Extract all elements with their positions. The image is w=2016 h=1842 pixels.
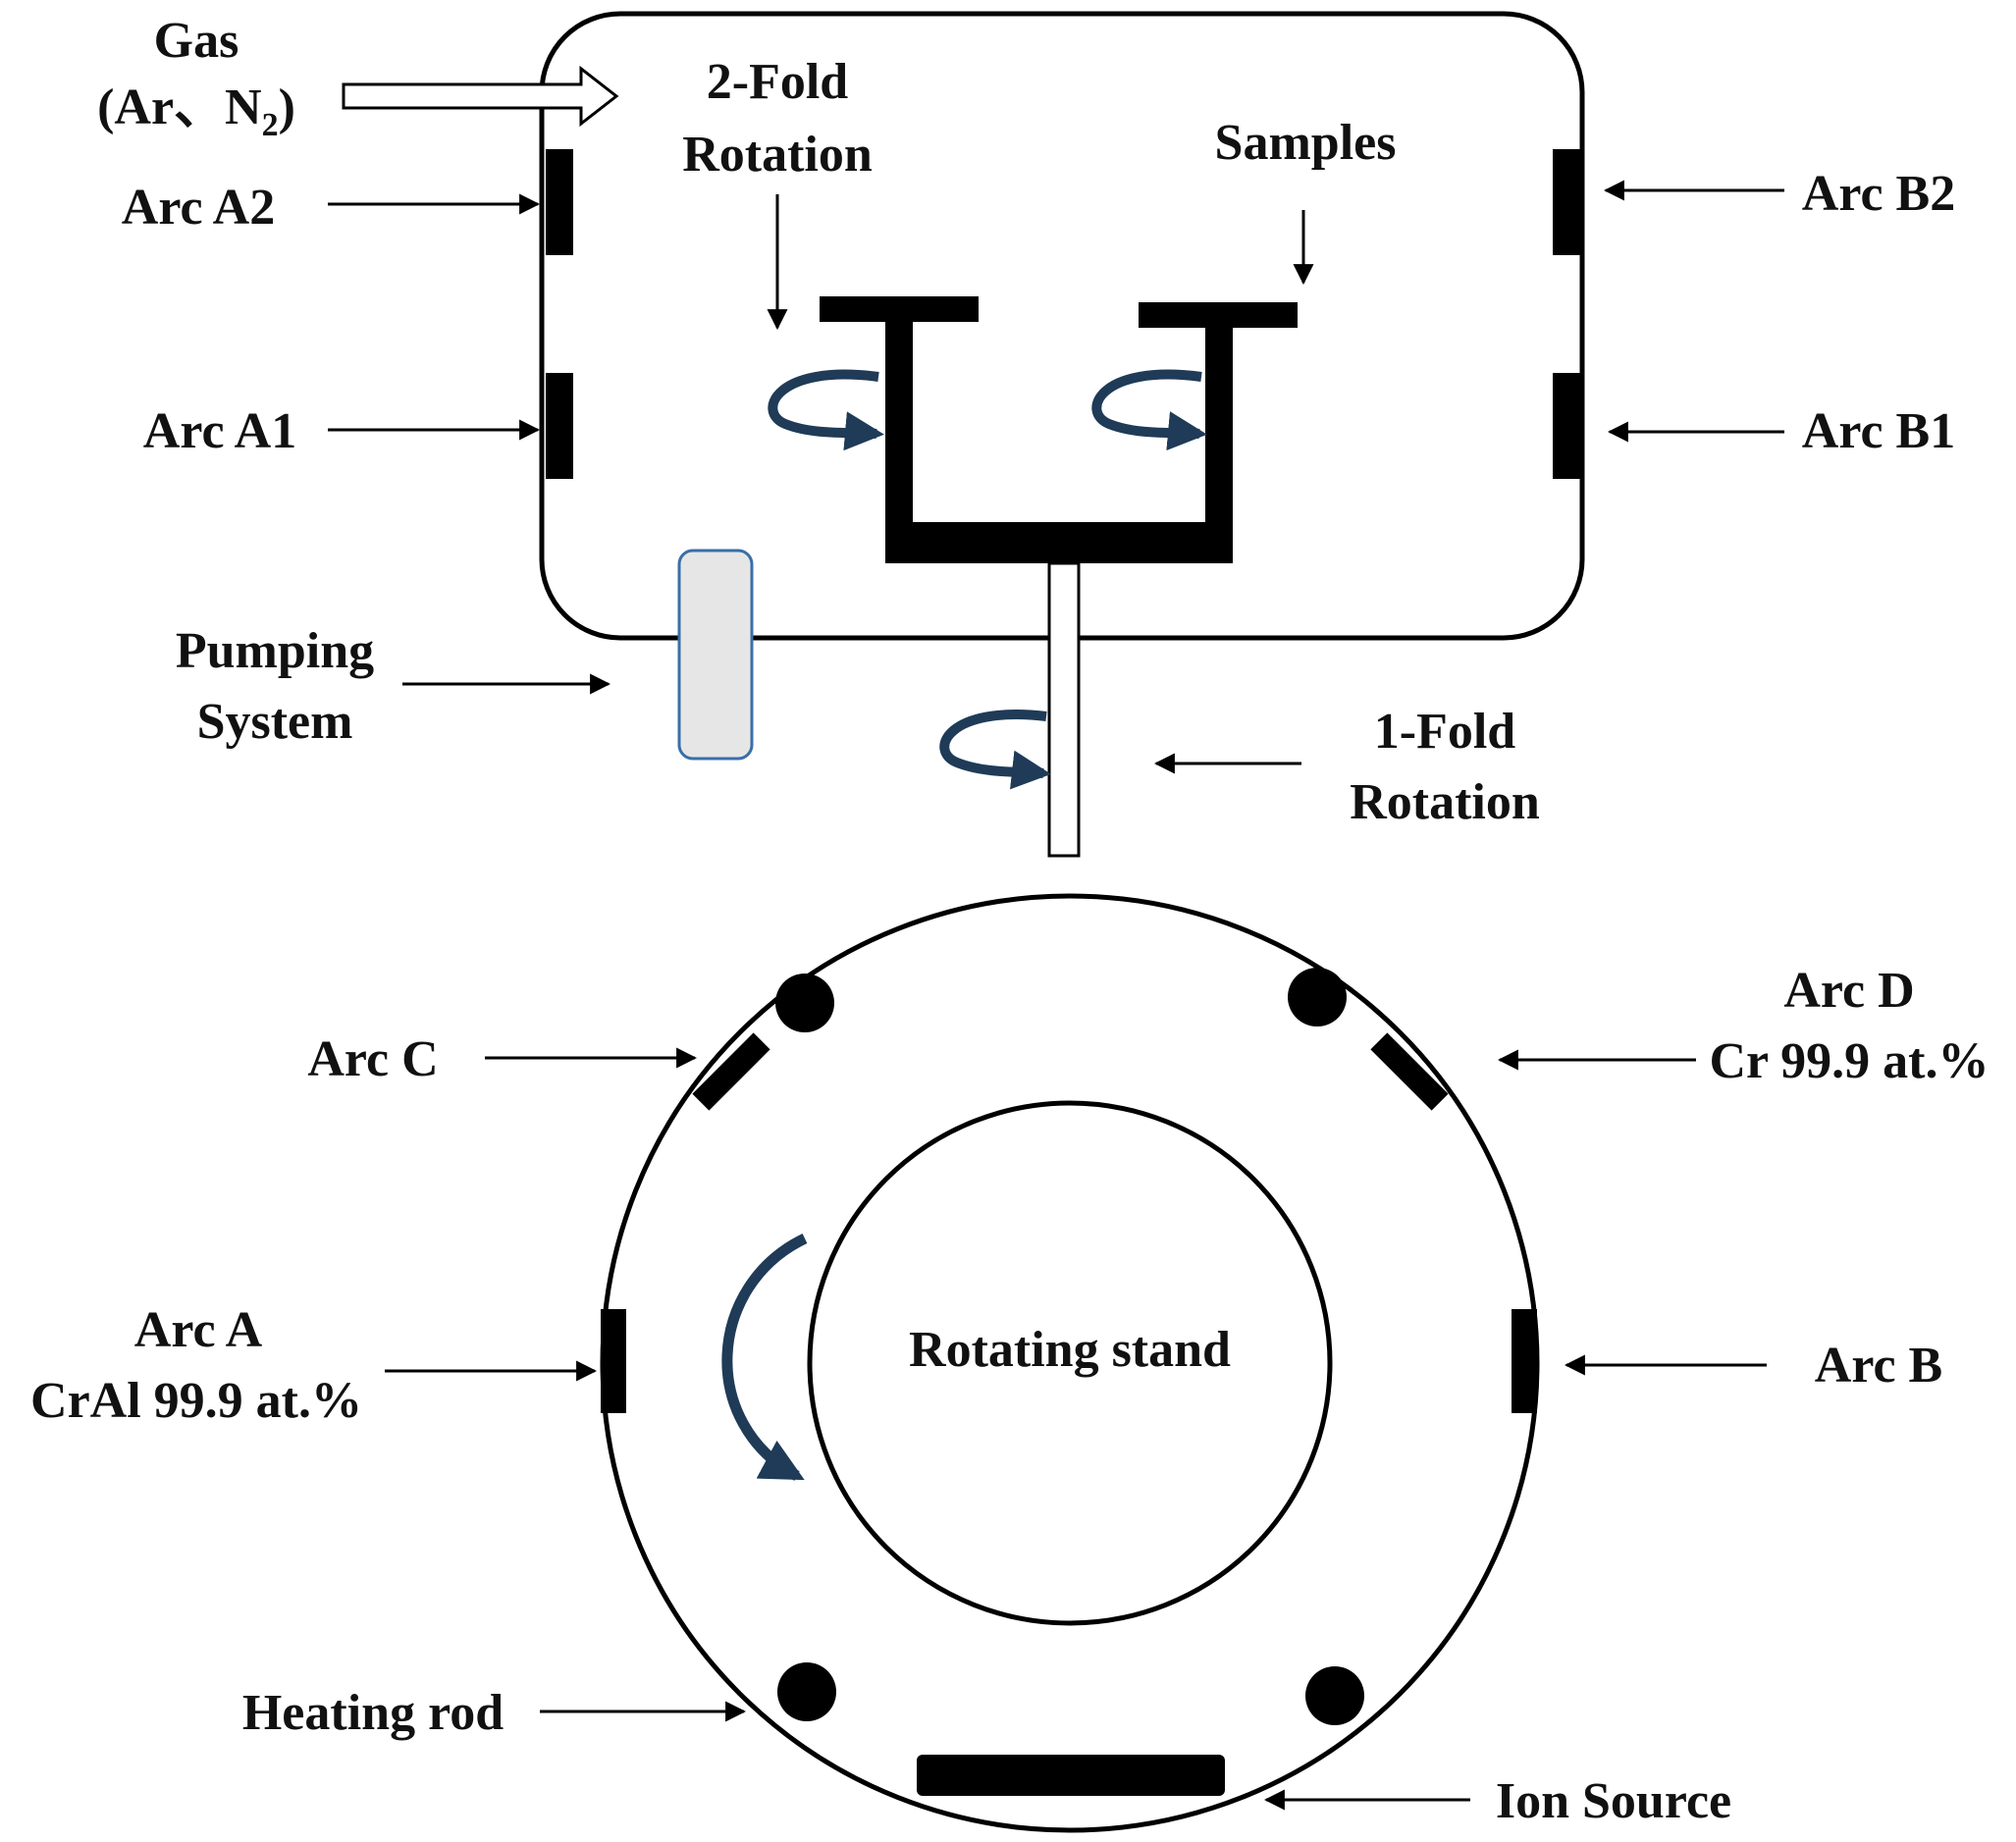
sample-holder — [820, 296, 1298, 563]
arc-b-target — [1512, 1309, 1537, 1413]
arc-a-label-line2: CrAl 99.9 at.% — [30, 1373, 362, 1429]
arc-a1-target — [546, 373, 573, 479]
arc-b1-label: Arc B1 — [1802, 403, 1955, 459]
pumping-system-label-line1: Pumping — [176, 623, 374, 679]
gas-species-label: (Ar、N2) — [97, 79, 295, 143]
arc-a1-label: Arc A1 — [143, 403, 296, 459]
arc-a2-label: Arc A2 — [122, 180, 275, 236]
two-fold-rotation-arrow-right — [1091, 369, 1207, 451]
arc-d-target — [1370, 1032, 1449, 1111]
arc-a2-target — [546, 149, 573, 255]
stand-rotation-arrow — [721, 1234, 808, 1481]
heating-rod-bottom-left — [777, 1662, 836, 1721]
one-fold-rotation-arrow — [939, 710, 1051, 790]
heating-rod-top-right — [1288, 968, 1347, 1026]
heating-rod-label: Heating rod — [242, 1685, 504, 1741]
arc-b-label: Arc B — [1815, 1338, 1942, 1394]
heating-rod-bottom-right — [1305, 1666, 1364, 1725]
rotating-stand-label: Rotating stand — [909, 1322, 1231, 1378]
samples-label: Samples — [1215, 115, 1397, 171]
rotation-shaft — [1047, 561, 1081, 858]
arc-b2-target — [1553, 149, 1580, 255]
gas-label: Gas — [154, 13, 239, 69]
two-fold-rotation-label-line1: 2-Fold — [707, 54, 849, 110]
arc-d-label-line1: Arc D — [1783, 963, 1914, 1019]
pumping-port — [677, 549, 754, 761]
arc-a-label-line1: Arc A — [134, 1302, 263, 1358]
gas-inlet-arrow — [342, 65, 619, 128]
one-fold-rotation-label-line1: 1-Fold — [1374, 704, 1516, 760]
arc-c-target — [692, 1032, 770, 1111]
ion-source — [917, 1755, 1225, 1796]
arc-a-target — [601, 1309, 626, 1413]
two-fold-rotation-arrow-left — [768, 369, 884, 451]
rotating-stand — [807, 1100, 1333, 1626]
heating-rod-top-left — [775, 974, 834, 1032]
ion-source-label: Ion Source — [1496, 1773, 1731, 1829]
two-fold-rotation-label-line2: Rotation — [682, 127, 873, 183]
arc-d-label-line2: Cr 99.9 at.% — [1709, 1033, 1989, 1089]
arc-b2-label: Arc B2 — [1802, 166, 1955, 222]
one-fold-rotation-label-line2: Rotation — [1350, 774, 1540, 830]
arc-b1-target — [1553, 373, 1580, 479]
arc-c-label: Arc C — [307, 1031, 438, 1087]
pumping-system-label-line2: System — [197, 694, 353, 750]
